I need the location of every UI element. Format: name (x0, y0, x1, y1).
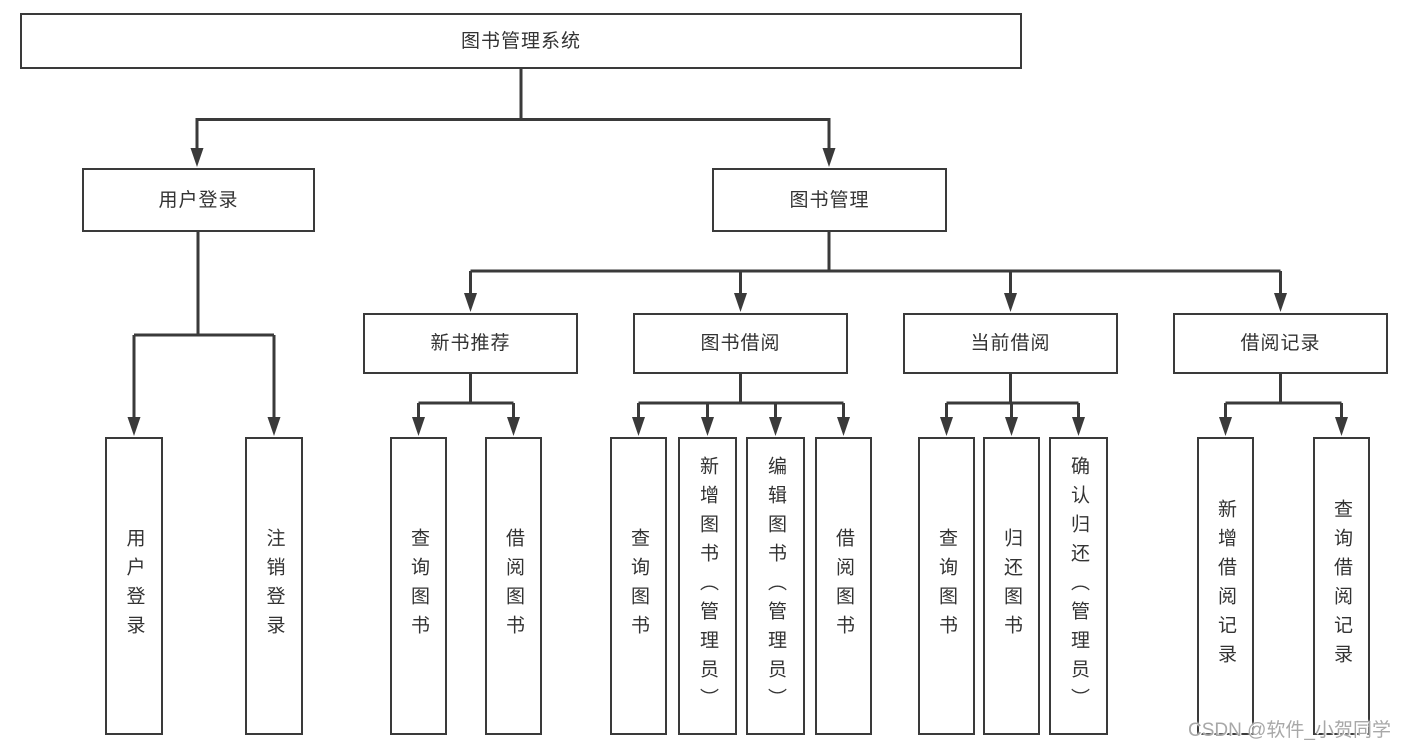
node-label: 当前借阅 (970, 333, 1051, 354)
connector-user-login-children (127, 232, 281, 436)
leaf-add-borrow-record: 新增借阅记录 (1197, 437, 1254, 735)
leaf-query-books-current: 查询图书 (918, 437, 975, 735)
leaf-query-borrow-record: 查询借阅记录 (1313, 437, 1370, 735)
node-library-management-system: 图书管理系统 (20, 13, 1022, 69)
leaf-label: 编辑图书（管理员） (765, 455, 786, 717)
node-label: 图书借阅 (700, 333, 781, 354)
leaf-label: 查询图书 (936, 528, 957, 644)
connector-root-to-level2 (190, 69, 836, 167)
leaf-label: 用户登录 (123, 528, 145, 644)
leaf-label: 确认归还（管理员） (1068, 455, 1089, 717)
leaf-add-books-admin: 新增图书（管理员） (678, 437, 737, 735)
connector-book-management-children (464, 232, 1287, 312)
connector-book-borrow-children (632, 374, 850, 436)
leaf-label: 借阅图书 (503, 528, 524, 644)
leaf-borrow-books-recommend: 借阅图书 (485, 437, 542, 735)
leaf-user-login: 用户登录 (105, 437, 163, 735)
node-label: 图书管理系统 (460, 30, 581, 52)
leaf-return-books: 归还图书 (983, 437, 1040, 735)
node-current-borrow: 当前借阅 (903, 313, 1118, 374)
node-label: 借阅记录 (1240, 333, 1321, 354)
node-book-borrow: 图书借阅 (633, 313, 848, 374)
watermark: CSDN @软件_小贺同学 (1188, 720, 1391, 741)
node-label: 用户登录 (158, 189, 239, 211)
node-new-book-recommend: 新书推荐 (363, 313, 578, 374)
leaf-edit-books-admin: 编辑图书（管理员） (746, 437, 805, 735)
leaf-label: 借阅图书 (833, 528, 854, 644)
connector-new-book-recommend-children (412, 374, 520, 436)
leaf-label: 查询图书 (628, 528, 649, 644)
leaf-borrow-books: 借阅图书 (815, 437, 872, 735)
leaf-query-books-recommend: 查询图书 (390, 437, 447, 735)
leaf-confirm-return-admin: 确认归还（管理员） (1049, 437, 1108, 735)
leaf-label: 新增借阅记录 (1215, 499, 1236, 673)
leaf-label: 查询图书 (408, 528, 429, 644)
node-book-management: 图书管理 (712, 168, 947, 232)
connector-borrow-records-children (1219, 374, 1348, 436)
leaf-label: 归还图书 (1001, 528, 1022, 644)
node-label: 新书推荐 (430, 333, 511, 354)
leaf-logout: 注销登录 (245, 437, 303, 735)
leaf-label: 新增图书（管理员） (697, 455, 718, 717)
node-user-login: 用户登录 (82, 168, 315, 232)
leaf-query-books-borrow: 查询图书 (610, 437, 667, 735)
leaf-label: 查询借阅记录 (1331, 499, 1352, 673)
connector-current-borrow-children (940, 374, 1085, 436)
node-label: 图书管理 (789, 189, 870, 211)
node-borrow-records: 借阅记录 (1173, 313, 1388, 374)
leaf-label: 注销登录 (263, 528, 285, 644)
